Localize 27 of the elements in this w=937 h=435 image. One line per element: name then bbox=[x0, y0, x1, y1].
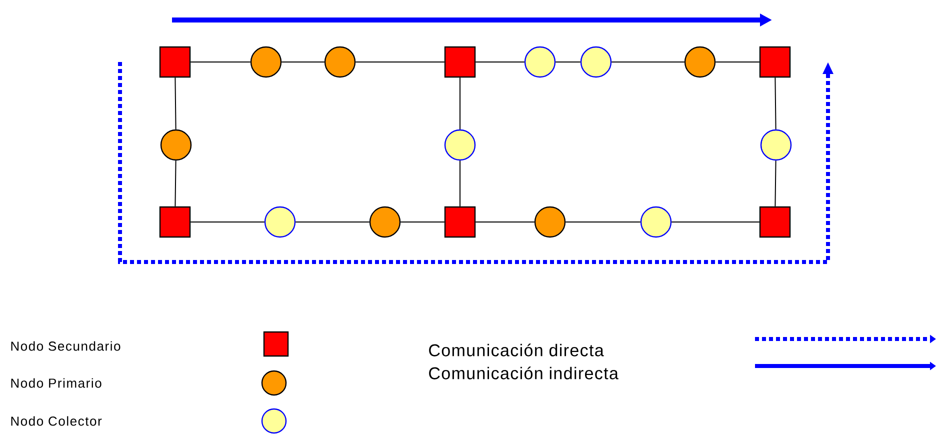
circle-node bbox=[444, 129, 476, 161]
circle-node bbox=[524, 46, 556, 78]
legend-label: Nodo Primario bbox=[11, 378, 102, 388]
square-node bbox=[159, 206, 191, 238]
square-node bbox=[159, 46, 191, 78]
connector-line bbox=[774, 77, 776, 130]
legend-label: Nodo Colector bbox=[11, 416, 102, 426]
square-node bbox=[444, 46, 476, 78]
square-node bbox=[759, 206, 791, 238]
circle-node bbox=[250, 46, 282, 78]
circle-node bbox=[640, 206, 672, 238]
connector-line bbox=[174, 77, 176, 130]
circle-node bbox=[324, 46, 356, 78]
circle-node bbox=[369, 206, 401, 238]
circle-node bbox=[580, 46, 612, 78]
connector-line bbox=[174, 160, 176, 207]
legend-label: Nodo Secundario bbox=[11, 341, 120, 351]
circle-node bbox=[264, 206, 296, 238]
square-node bbox=[444, 206, 476, 238]
circle-node bbox=[684, 46, 716, 78]
legend-label: Comunicación indirecta bbox=[429, 366, 618, 380]
circle-node bbox=[160, 129, 192, 161]
circle-node bbox=[534, 206, 566, 238]
connector-line bbox=[774, 160, 776, 207]
square-node bbox=[759, 46, 791, 78]
legend-label: Comunicación directa bbox=[429, 344, 604, 356]
circle-node bbox=[760, 129, 792, 161]
